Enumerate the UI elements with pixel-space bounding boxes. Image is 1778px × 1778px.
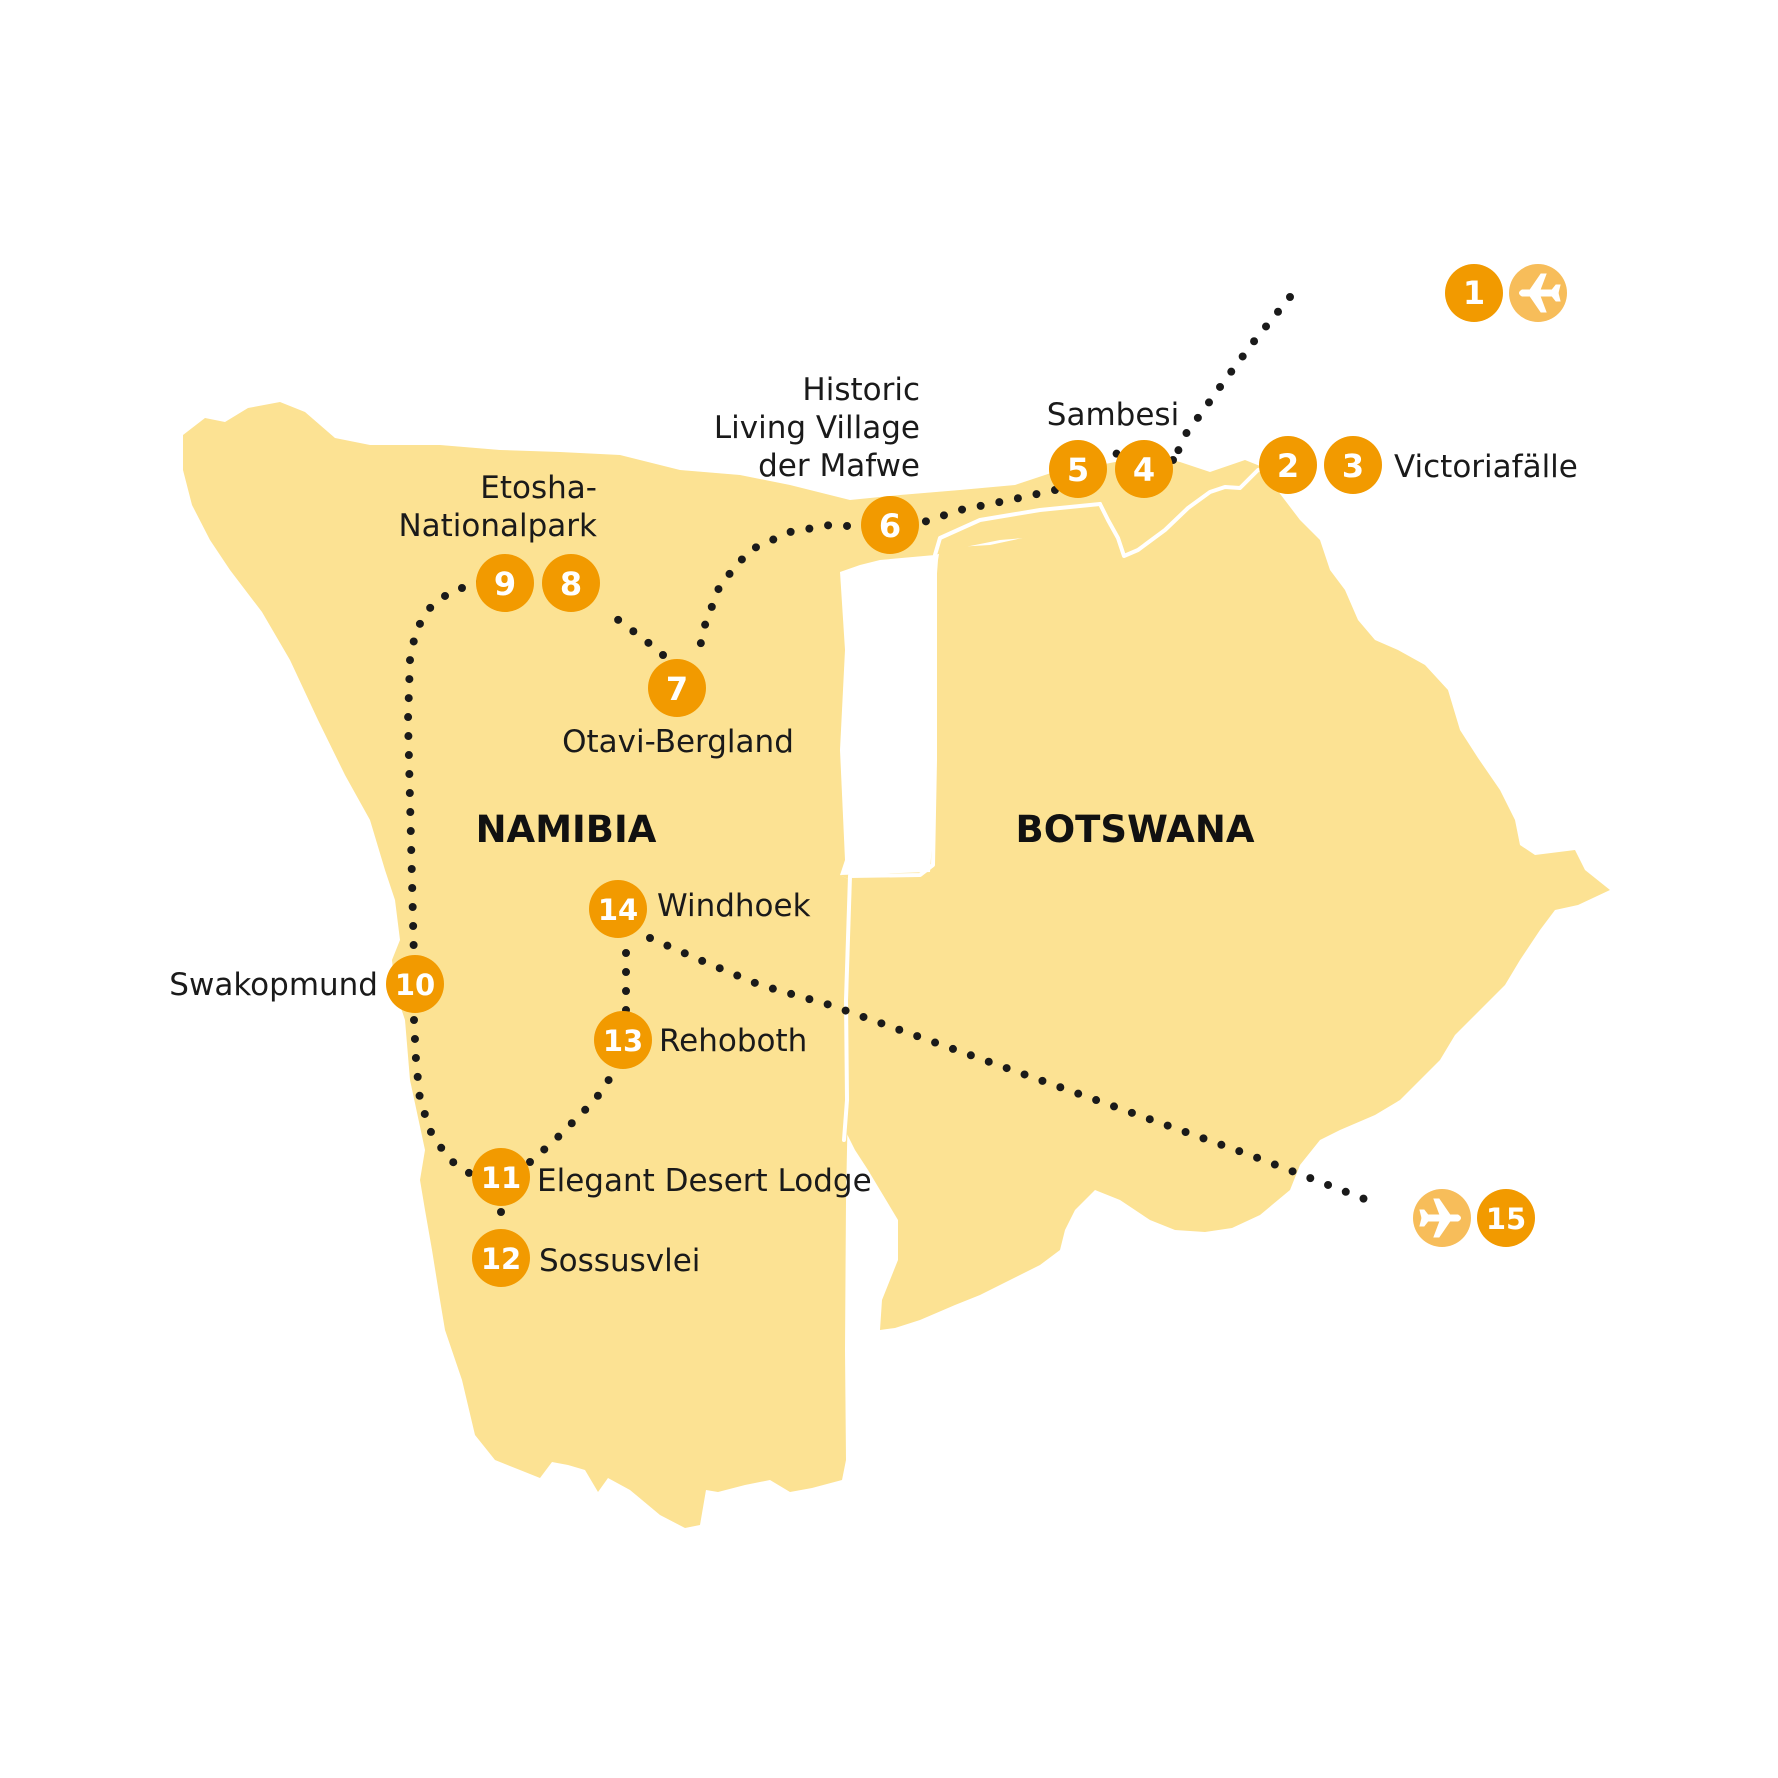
stop-marker-7[interactable]: 7	[648, 659, 706, 717]
route-segment-9-10	[403, 578, 484, 964]
label-rehoboth: Rehoboth	[659, 1023, 807, 1059]
route-segment-1-2	[1171, 293, 1294, 462]
stop-marker-14[interactable]: 14	[589, 880, 647, 938]
label-etosha-line2: Nationalpark	[398, 508, 597, 544]
country-label-namibia: NAMIBIA	[476, 808, 657, 851]
label-otavi: Otavi-Bergland	[562, 724, 794, 760]
botswana-shape	[840, 478, 1610, 1330]
svg-text:4: 4	[1133, 451, 1155, 489]
stop-marker-8[interactable]: 8	[542, 554, 600, 612]
label-victoriafaelle: Victoriafälle	[1394, 449, 1578, 485]
svg-text:9: 9	[494, 565, 516, 603]
stop-markers: 1 2 3 4 5 6 7	[386, 264, 1567, 1287]
svg-text:1: 1	[1463, 274, 1485, 312]
svg-text:15: 15	[1486, 1202, 1526, 1236]
svg-text:11: 11	[481, 1161, 521, 1195]
plane-marker-departure[interactable]	[1509, 264, 1567, 322]
svg-text:13: 13	[603, 1024, 643, 1058]
namibia-botswana-border	[842, 502, 1102, 1142]
stop-marker-15[interactable]: 15	[1477, 1189, 1535, 1247]
label-elegant-desert-lodge: Elegant Desert Lodge	[537, 1163, 872, 1199]
airplane-icon	[1419, 1198, 1461, 1238]
stop-marker-1[interactable]: 1	[1445, 264, 1503, 322]
label-windhoek: Windhoek	[657, 888, 811, 924]
svg-text:3: 3	[1342, 447, 1364, 485]
route-segment-7-8	[601, 606, 667, 659]
svg-text:8: 8	[560, 565, 582, 603]
svg-text:12: 12	[481, 1242, 521, 1276]
stop-marker-5[interactable]: 5	[1049, 440, 1107, 498]
country-labels: NAMIBIA BOTSWANA	[476, 808, 1255, 851]
namibia-shape	[183, 402, 1275, 1528]
svg-text:14: 14	[598, 893, 638, 927]
route-segment-6-7	[693, 520, 870, 664]
caprivi-border	[1098, 466, 1272, 558]
stop-marker-3[interactable]: 3	[1324, 436, 1382, 494]
svg-text:10: 10	[395, 968, 435, 1002]
plane-marker-arrival[interactable]	[1413, 1189, 1471, 1247]
stop-marker-9[interactable]: 9	[476, 554, 534, 612]
route-segment-11-13	[526, 1074, 614, 1166]
route-segment-10-11	[410, 1016, 476, 1179]
country-label-botswana: BOTSWANA	[1016, 808, 1255, 851]
svg-text:6: 6	[879, 507, 901, 545]
label-mafwe-line3: der Mafwe	[758, 448, 920, 484]
label-sambesi: Sambesi	[1047, 397, 1179, 433]
stop-marker-6[interactable]: 6	[861, 496, 919, 554]
svg-text:2: 2	[1277, 447, 1299, 485]
label-etosha-line1: Etosha-	[480, 470, 597, 506]
stop-marker-13[interactable]: 13	[594, 1011, 652, 1069]
stop-marker-11[interactable]: 11	[472, 1148, 530, 1206]
map-land	[183, 402, 1610, 1528]
country-borders	[842, 466, 1272, 1142]
svg-text:5: 5	[1067, 451, 1089, 489]
stop-marker-2[interactable]: 2	[1259, 436, 1317, 494]
stop-marker-4[interactable]: 4	[1115, 440, 1173, 498]
stop-marker-10[interactable]: 10	[386, 955, 444, 1013]
label-mafwe-line2: Living Village	[714, 410, 920, 446]
label-sossusvlei: Sossusvlei	[539, 1243, 700, 1279]
label-swakopmund: Swakopmund	[169, 967, 378, 1003]
svg-text:7: 7	[666, 670, 688, 708]
label-mafwe-line1: Historic	[802, 372, 920, 408]
airplane-icon	[1519, 273, 1561, 313]
place-labels: Victoriafälle Sambesi Historic Living Vi…	[169, 372, 1578, 1279]
route-segment-14-15	[646, 934, 1384, 1209]
stop-marker-12[interactable]: 12	[472, 1229, 530, 1287]
